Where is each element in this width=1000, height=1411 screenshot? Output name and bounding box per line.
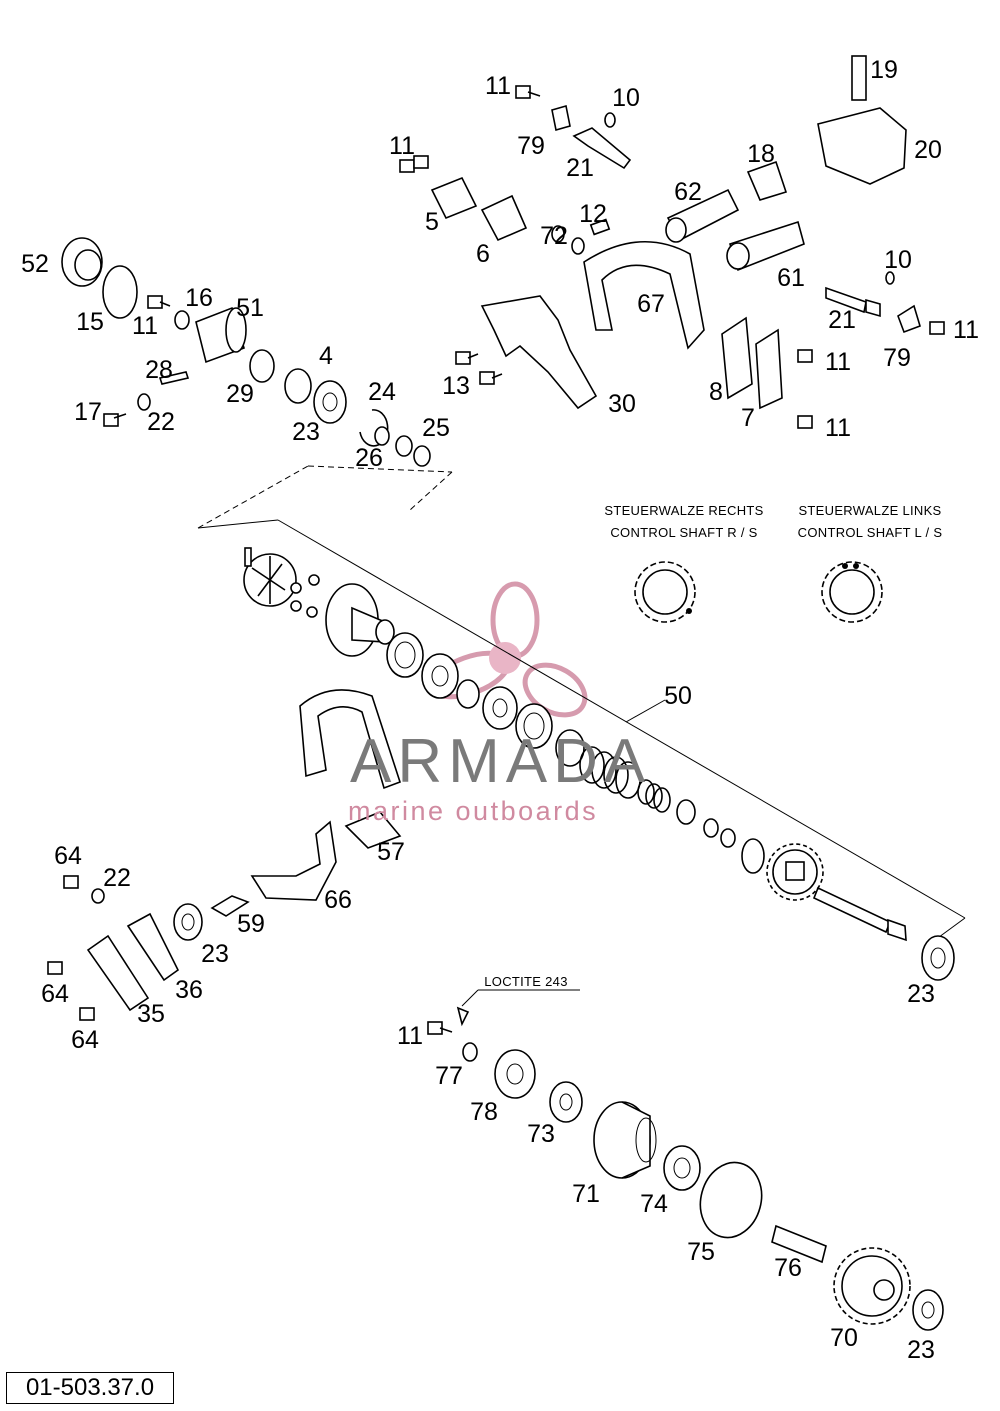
watermark-tagline: marine outboards <box>348 796 598 826</box>
part-label-77: 77 <box>435 1062 463 1090</box>
top-middle-components <box>399 85 705 410</box>
part-label-79: 79 <box>883 344 911 372</box>
part-label-64: 64 <box>41 980 69 1008</box>
part-label-18: 18 <box>747 140 775 168</box>
note-loctite: LOCTITE 243 <box>484 974 568 989</box>
part-label-23: 23 <box>907 980 935 1008</box>
part-label-75: 75 <box>687 1238 715 1266</box>
part-label-74: 74 <box>640 1190 668 1218</box>
part-label-8: 8 <box>709 378 723 406</box>
part-label-12: 12 <box>579 200 607 228</box>
part-label-73: 73 <box>527 1120 555 1148</box>
bottom-components <box>427 989 944 1331</box>
part-label-11: 11 <box>397 1022 423 1050</box>
part-label-22: 22 <box>147 408 175 436</box>
part-label-11: 11 <box>825 348 851 376</box>
top-right-components <box>665 55 945 429</box>
part-label-76: 76 <box>774 1254 802 1282</box>
part-label-66: 66 <box>324 886 352 914</box>
part-label-29: 29 <box>226 380 254 408</box>
part-label-70: 70 <box>830 1324 858 1352</box>
part-label-21: 21 <box>828 306 856 334</box>
part-label-15: 15 <box>76 308 104 336</box>
upper-left-components <box>61 237 431 467</box>
part-label-6: 6 <box>476 240 490 268</box>
part-label-67: 67 <box>637 290 665 318</box>
part-label-25: 25 <box>422 414 450 442</box>
note-right-shaft-en: CONTROL SHAFT R / S <box>610 525 757 540</box>
part-label-5: 5 <box>425 208 439 236</box>
part-label-11: 11 <box>953 316 979 344</box>
part-label-79: 79 <box>517 132 545 160</box>
part-label-11: 11 <box>132 312 158 340</box>
part-label-24: 24 <box>368 378 396 406</box>
part-label-78: 78 <box>470 1098 498 1126</box>
part-label-4: 4 <box>319 342 333 370</box>
part-label-59: 59 <box>237 910 265 938</box>
part-label-19: 19 <box>870 56 898 84</box>
part-label-23: 23 <box>201 940 229 968</box>
part-label-62: 62 <box>674 178 702 206</box>
part-label-11: 11 <box>485 72 511 100</box>
part-label-36: 36 <box>175 976 203 1004</box>
part-label-64: 64 <box>71 1026 99 1054</box>
part-label-7: 7 <box>741 404 755 432</box>
part-label-64: 64 <box>54 842 82 870</box>
part-label-10: 10 <box>884 246 912 274</box>
control-shaft-right-icon <box>634 561 696 623</box>
part-label-11: 11 <box>825 414 851 442</box>
part-label-13: 13 <box>442 372 470 400</box>
part-label-57: 57 <box>377 838 405 866</box>
part-label-23: 23 <box>907 1336 935 1364</box>
middle-left-components <box>47 689 402 1021</box>
part-label-51: 51 <box>236 294 264 322</box>
part-label-52: 52 <box>21 250 49 278</box>
part-label-72: 72 <box>540 222 568 250</box>
note-right-shaft-de: STEUERWALZE RECHTS <box>604 503 763 518</box>
watermark-brand: ARMADA <box>350 727 651 796</box>
control-shaft-left-icon <box>821 561 883 623</box>
note-left-shaft-en: CONTROL SHAFT L / S <box>798 525 943 540</box>
part-label-23: 23 <box>292 418 320 446</box>
note-left-shaft-de: STEUERWALZE LINKS <box>798 503 941 518</box>
part-label-26: 26 <box>355 444 383 472</box>
part-label-30: 30 <box>608 390 636 418</box>
part-label-28: 28 <box>145 356 173 384</box>
reference-code: 01-503.37.0 <box>6 1372 174 1404</box>
part-label-61: 61 <box>777 264 805 292</box>
part-label-21: 21 <box>566 154 594 182</box>
part-label-11: 11 <box>389 132 415 160</box>
part-label-50: 50 <box>664 682 692 710</box>
shaft-assembly-50 <box>197 465 966 981</box>
part-label-17: 17 <box>74 398 102 426</box>
part-label-10: 10 <box>612 84 640 112</box>
part-label-22: 22 <box>103 864 131 892</box>
part-label-16: 16 <box>185 284 213 312</box>
part-label-20: 20 <box>914 136 942 164</box>
part-label-71: 71 <box>572 1180 600 1208</box>
part-label-35: 35 <box>137 1000 165 1028</box>
